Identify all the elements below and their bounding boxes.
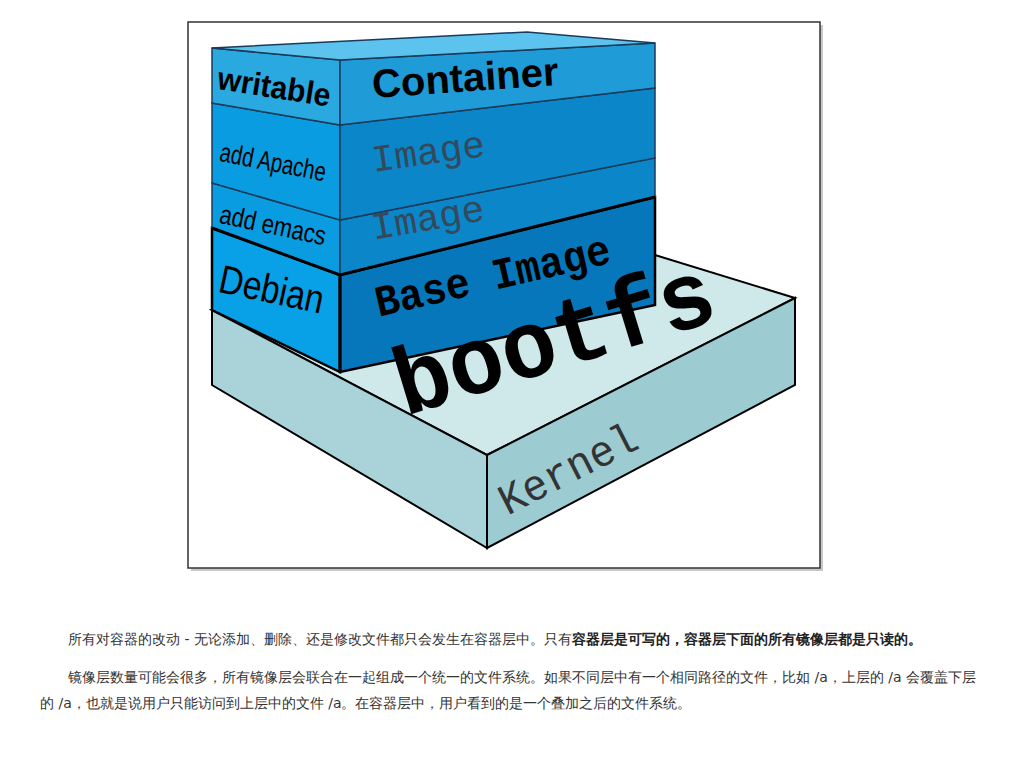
description-text: 所有对容器的改动 - 无论添加、删除、还是修改文件都只会发生在容器层中。只有容器… [40, 626, 976, 728]
container-left [212, 48, 340, 125]
layer-name: writable [215, 62, 333, 111]
layer-name: Debian [216, 258, 328, 319]
layer-block: bootfsKernel [212, 250, 795, 548]
paragraph: 镜像层数量可能会很多，所有镜像层会联合在一起组成一个统一的文件系统。如果不同层中… [40, 664, 976, 716]
layer-block: writable Container [212, 31, 655, 125]
layer-kind: Image [369, 191, 488, 248]
container-top [212, 32, 655, 60]
body-text: 所有对容器的改动 - 无论添加、删除、还是修改文件都只会发生在容器层中。只有 [68, 631, 572, 647]
body-text: 镜像层数量可能会很多，所有镜像层会联合在一起组成一个统一的文件系统。如果不同层中… [40, 669, 976, 711]
paragraph: 所有对容器的改动 - 无论添加、删除、还是修改文件都只会发生在容器层中。只有容器… [40, 626, 976, 652]
layer-name: add emacs [217, 201, 328, 250]
layer-kind: Container [371, 51, 560, 104]
frame [188, 22, 820, 568]
bold-note: 容器层是可写的，容器层下面的所有镜像层都是只读的。 [572, 631, 922, 647]
layer-kind: Image [369, 127, 487, 181]
layer-name: add Apache [217, 139, 328, 186]
layer-kind: Kernel [492, 417, 646, 524]
debian-edge [339, 275, 342, 372]
layer-name: bootfs [384, 250, 727, 438]
